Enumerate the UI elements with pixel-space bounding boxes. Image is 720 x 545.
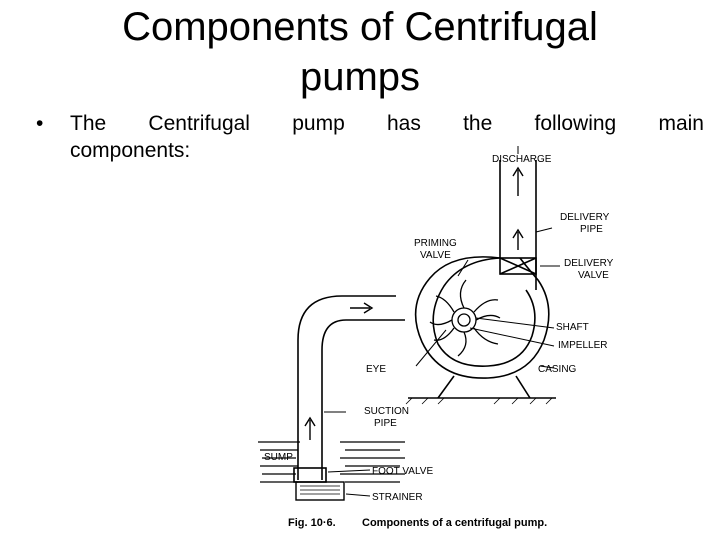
label-priming-valve-2: VALVE xyxy=(420,250,451,261)
strainer xyxy=(295,481,345,501)
delivery-pipe xyxy=(499,160,537,290)
bullet-word: has xyxy=(386,112,421,135)
bullet-word: the xyxy=(463,112,493,135)
label-priming-valve-1: PRIMING xyxy=(414,238,457,249)
title-line-2: pumps xyxy=(299,55,421,99)
label-delivery-valve-1: DELIVERY xyxy=(564,258,614,269)
strainer-hatch xyxy=(300,485,340,495)
label-sump: SUMP xyxy=(264,452,293,463)
label-impeller: IMPELLER xyxy=(558,340,607,351)
pump-diagram-figure: DISCHARGE DELIVERY PIPE PRIMING VALVE DE… xyxy=(200,140,660,540)
bullet-symbol: • xyxy=(36,112,44,135)
pump-diagram: DISCHARGE DELIVERY PIPE PRIMING VALVE DE… xyxy=(258,146,614,529)
label-suction-pipe-2: PIPE xyxy=(374,418,397,429)
flow-arrows xyxy=(304,166,524,440)
leader-lines xyxy=(324,146,560,497)
suction-pipe xyxy=(297,295,405,480)
title-line-1: Components of Centrifugal xyxy=(122,5,598,49)
slide-title: Components of Centrifugal pumps xyxy=(60,2,660,102)
bullet-line-1: The Centrifugal pump has the following m… xyxy=(70,110,704,137)
label-strainer: STRAINER xyxy=(372,492,423,503)
bullet-line-2: components: xyxy=(70,139,191,162)
bullet-word: Centrifugal xyxy=(148,112,250,135)
label-delivery-pipe-1: DELIVERY xyxy=(560,212,610,223)
label-suction-pipe-1: SUCTION xyxy=(364,406,409,417)
caption-text: Components of a centrifugal pump. xyxy=(362,517,547,529)
label-discharge: DISCHARGE xyxy=(492,154,552,165)
delivery-valve xyxy=(499,257,537,275)
diagram-labels: DISCHARGE DELIVERY PIPE PRIMING VALVE DE… xyxy=(264,154,614,503)
volute-casing xyxy=(405,242,556,405)
label-eye: EYE xyxy=(366,364,386,375)
bullet-word: main xyxy=(658,112,704,135)
bullet-text: The Centrifugal pump has the following m… xyxy=(70,110,710,164)
caption-number: Fig. 10·6. xyxy=(288,517,336,529)
impeller xyxy=(429,279,501,357)
bullet-word: The xyxy=(70,112,107,135)
sump-water-lines xyxy=(258,441,405,483)
label-shaft: SHAFT xyxy=(556,322,589,333)
bullet-word: pump xyxy=(292,112,345,135)
bullet-word: following xyxy=(534,112,617,135)
label-casing: CASING xyxy=(538,364,577,375)
label-delivery-pipe-2: PIPE xyxy=(580,224,603,235)
figure-caption: Fig. 10·6. Components of a centrifugal p… xyxy=(288,517,547,529)
label-delivery-valve-2: VALVE xyxy=(578,270,609,281)
label-foot-valve: FOOT VALVE xyxy=(372,466,433,477)
